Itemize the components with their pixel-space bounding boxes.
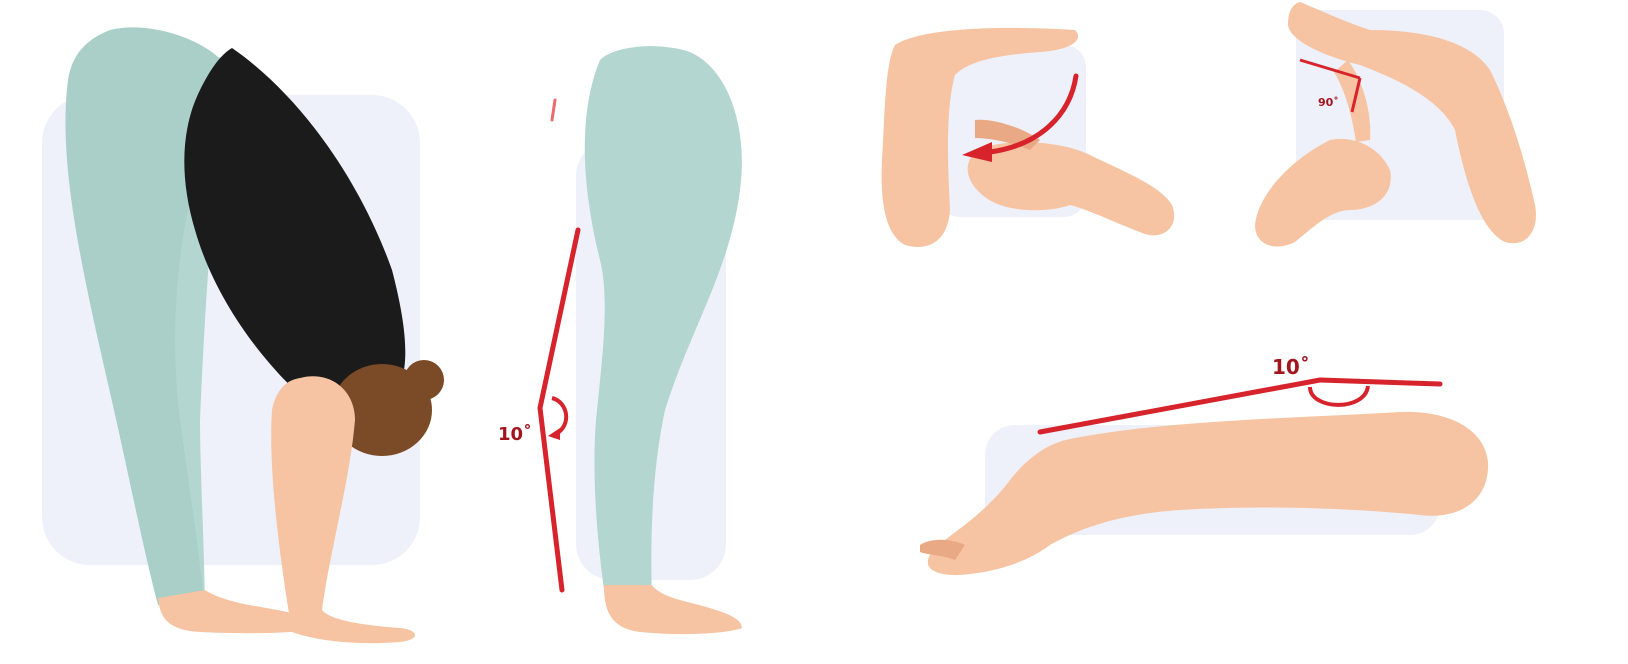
thumb-to-forearm-panel [882, 28, 1175, 247]
hair-bun [404, 360, 444, 400]
hand [968, 142, 1175, 235]
foot [604, 585, 742, 634]
angle-arc [1310, 386, 1368, 405]
knee-angle-label: 10˚ [498, 423, 532, 445]
arc-arrowhead-icon [548, 428, 560, 440]
forward-bend-panel [42, 27, 444, 643]
knee-hyperextension-panel: 10˚ [498, 46, 742, 634]
angle-line-faint [552, 100, 555, 120]
elbow-angle-label: 10˚ [1272, 355, 1310, 379]
finger-angle-label: 90˚ [1318, 96, 1339, 109]
angle-arc [552, 398, 566, 434]
angle-line-upper [540, 230, 578, 408]
fist [1255, 139, 1391, 247]
elbow-hyperextension-panel: 10˚ [920, 355, 1488, 575]
angle-line-right [1320, 380, 1440, 384]
finger-extension-panel: 90˚ [1255, 2, 1536, 247]
